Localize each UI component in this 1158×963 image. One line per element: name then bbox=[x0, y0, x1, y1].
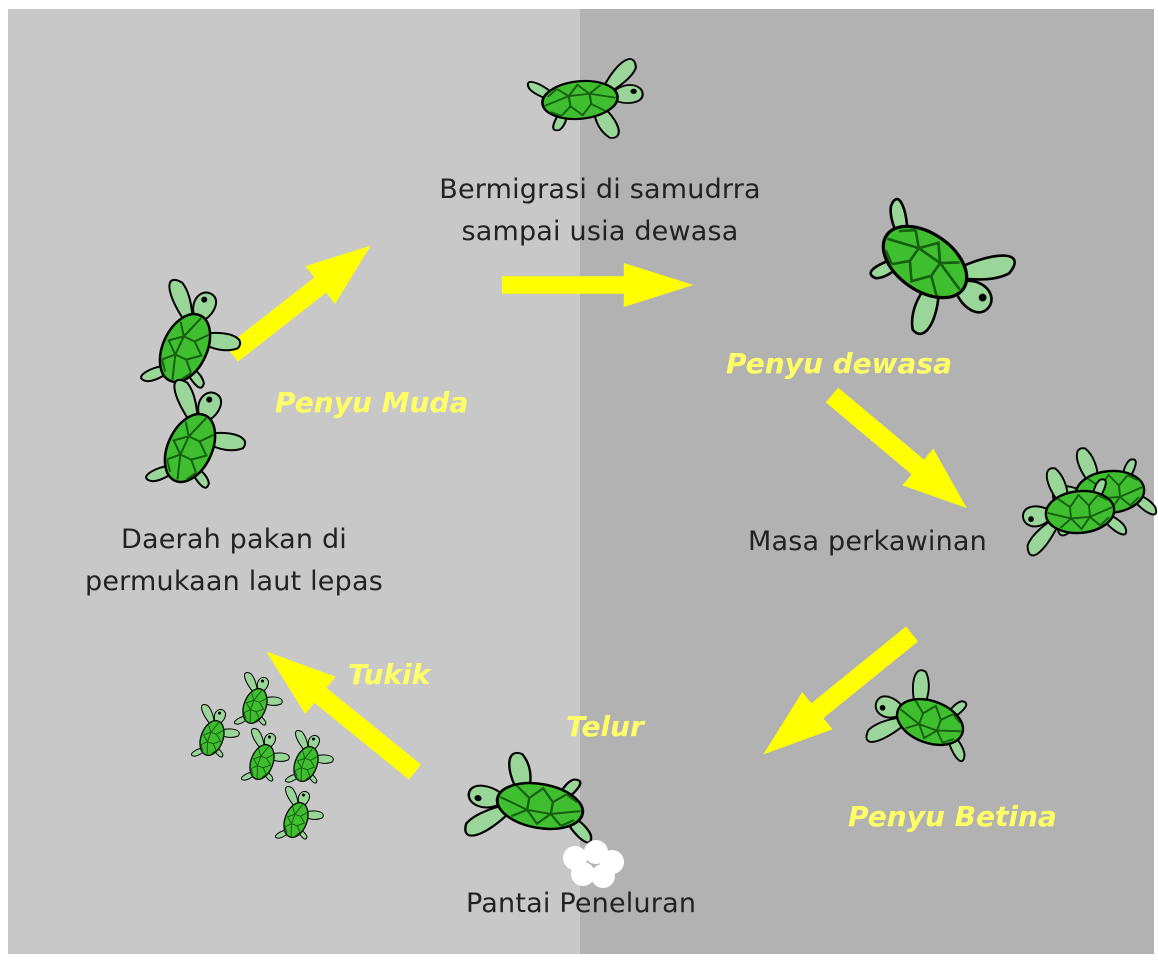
phase-hatchling-label: Tukik bbox=[348, 658, 430, 691]
sea-turtle-icon bbox=[235, 727, 295, 793]
cycle-arrow-icon bbox=[217, 227, 385, 373]
sea-turtle-icon bbox=[525, 58, 649, 146]
phase-adult-label: Penyu dewasa bbox=[726, 347, 952, 380]
migration-stage-label: Bermigrasi di samudrra sampai usia dewas… bbox=[405, 169, 795, 253]
sea-turtle-icon bbox=[133, 376, 259, 511]
cycle-arrow-icon bbox=[817, 377, 983, 527]
mating-stage-label: Masa perkawinan bbox=[748, 521, 987, 563]
cycle-arrow-icon bbox=[502, 263, 693, 307]
nesting-beach-label: Pantai Peneluran bbox=[466, 883, 696, 925]
sea-turtle-icon bbox=[279, 729, 339, 795]
cycle-arrow-icon bbox=[748, 615, 927, 773]
sea-turtle-icon bbox=[863, 659, 988, 774]
sea-turtle-icon bbox=[462, 746, 604, 857]
sea-turtle-icon bbox=[228, 671, 288, 737]
phase-juvenile-label: Penyu Muda bbox=[275, 386, 468, 419]
cycle-arrow-icon bbox=[251, 633, 430, 791]
feeding-area-label: Daerah pakan di permukaan laut lepas bbox=[50, 519, 418, 603]
sea-turtle-icon bbox=[269, 785, 329, 851]
phase-female-label: Penyu Betina bbox=[848, 800, 1057, 833]
turtle-eggs-icon bbox=[563, 840, 624, 888]
phase-egg-label: Telur bbox=[566, 710, 644, 743]
sea-turtle-icon bbox=[839, 183, 1020, 358]
sea-turtle-icon bbox=[185, 703, 245, 769]
